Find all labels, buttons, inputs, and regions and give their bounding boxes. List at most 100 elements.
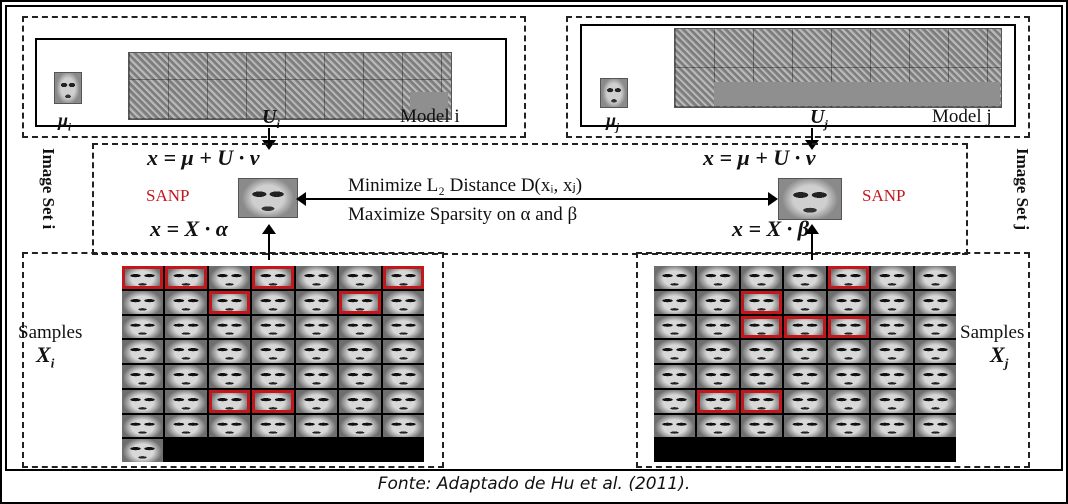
sample-face-thumbnail	[784, 365, 826, 388]
image-set-i-label: Image Set i	[39, 148, 58, 230]
sample-face-thumbnail	[165, 389, 207, 413]
model-j-dashed-region	[566, 16, 1030, 138]
sample-face-thumbnail	[208, 340, 251, 363]
sample-face-thumbnail	[871, 439, 913, 462]
sample-face-thumbnail	[295, 439, 338, 462]
sample-face-thumbnail	[122, 290, 164, 314]
sample-face-thumbnail	[740, 266, 783, 289]
sample-face-thumbnail	[740, 439, 783, 462]
sample-face-thumbnail	[914, 315, 956, 339]
sample-face-thumbnail	[295, 389, 338, 413]
sample-face-thumbnail	[740, 365, 783, 388]
sample-face-thumbnail	[122, 365, 164, 388]
model-i-dashed-region	[22, 16, 526, 138]
sample-face-thumbnail	[697, 315, 739, 339]
sample-face-thumbnail	[339, 340, 381, 363]
sample-face-thumbnail	[740, 414, 783, 438]
nearest-point-face-j	[778, 178, 842, 220]
nearest-point-face-i	[238, 178, 298, 218]
sample-face-thumbnail	[295, 290, 338, 314]
figure-inner-frame	[5, 5, 1063, 471]
sample-face-thumbnail	[122, 439, 164, 462]
sample-face-thumbnail	[784, 389, 826, 413]
sample-face-thumbnail	[208, 290, 251, 314]
sample-face-thumbnail	[252, 414, 294, 438]
sample-face-thumbnail	[295, 315, 338, 339]
sample-face-thumbnail	[339, 414, 381, 438]
sample-face-thumbnail	[654, 290, 696, 314]
sample-face-thumbnail	[382, 315, 424, 339]
sample-face-thumbnail	[122, 266, 164, 289]
sample-face-thumbnail	[827, 266, 870, 289]
sample-face-thumbnail	[165, 414, 207, 438]
sample-face-thumbnail	[208, 365, 251, 388]
sample-face-thumbnail	[827, 389, 870, 413]
eq-bottom-i: x = X · α	[150, 216, 228, 241]
sample-face-thumbnail	[654, 315, 696, 339]
sample-face-thumbnail	[208, 389, 251, 413]
sample-face-thumbnail	[871, 266, 913, 289]
sample-face-thumbnail	[165, 439, 207, 462]
sample-face-thumbnail	[784, 266, 826, 289]
distance-arrow	[296, 192, 778, 206]
sample-face-thumbnail	[295, 266, 338, 289]
model-i-title: Model i	[400, 106, 460, 127]
sample-face-thumbnail	[382, 290, 424, 314]
sample-face-thumbnail	[697, 389, 739, 413]
sample-face-thumbnail	[122, 315, 164, 339]
sample-face-thumbnail	[654, 439, 696, 462]
sample-face-thumbnail	[784, 439, 826, 462]
sample-face-thumbnail	[165, 315, 207, 339]
sample-face-thumbnail	[122, 414, 164, 438]
sample-face-thumbnail	[654, 389, 696, 413]
sample-face-thumbnail	[784, 315, 826, 339]
sample-face-thumbnail	[827, 439, 870, 462]
sample-face-thumbnail	[165, 266, 207, 289]
samples-j-grid	[654, 266, 956, 462]
sample-face-thumbnail	[827, 290, 870, 314]
sample-face-thumbnail	[871, 414, 913, 438]
sample-face-thumbnail	[914, 340, 956, 363]
sample-face-thumbnail	[740, 315, 783, 339]
sample-face-thumbnail	[654, 340, 696, 363]
basis-label-j: Uj	[810, 106, 828, 131]
sample-face-thumbnail	[740, 340, 783, 363]
sample-face-thumbnail	[871, 340, 913, 363]
sample-face-thumbnail	[914, 365, 956, 388]
sample-face-thumbnail	[697, 290, 739, 314]
sample-face-thumbnail	[339, 439, 381, 462]
sample-face-thumbnail	[871, 389, 913, 413]
sample-face-thumbnail	[871, 315, 913, 339]
arrow-samples-i-up	[262, 224, 276, 260]
sample-face-thumbnail	[295, 365, 338, 388]
arrow-model-j-down	[805, 128, 819, 150]
eq-top-i: x = μ + U · v	[147, 145, 260, 170]
eq-top-j: x = μ + U · v	[703, 145, 816, 170]
sample-face-thumbnail	[654, 414, 696, 438]
figure-caption: Fonte: Adaptado de Hu et al. (2011).	[377, 474, 691, 494]
sample-face-thumbnail	[697, 365, 739, 388]
sample-face-thumbnail	[339, 266, 381, 289]
sample-face-thumbnail	[697, 266, 739, 289]
sample-face-thumbnail	[165, 290, 207, 314]
sample-face-thumbnail	[252, 365, 294, 388]
samples-i-dashed-region	[22, 252, 444, 468]
sample-face-thumbnail	[122, 389, 164, 413]
samples-j-dashed-region	[636, 252, 1030, 468]
sample-face-thumbnail	[654, 266, 696, 289]
sanp-label-j: SANP	[862, 186, 906, 205]
samples-i-grid	[122, 266, 424, 462]
sample-face-thumbnail	[208, 266, 251, 289]
sample-face-thumbnail	[165, 365, 207, 388]
sample-face-thumbnail	[252, 439, 294, 462]
sample-face-thumbnail	[827, 315, 870, 339]
sample-face-thumbnail	[914, 439, 956, 462]
eigenfaces-i	[128, 52, 452, 120]
sample-face-thumbnail	[382, 340, 424, 363]
sample-face-thumbnail	[382, 414, 424, 438]
minimize-text: Minimize L₂ Distance D(xᵢ, xⱼ)	[348, 175, 583, 196]
sample-face-thumbnail	[382, 439, 424, 462]
samples-j-label: Samples	[960, 322, 1025, 343]
samples-i-label: Samples	[18, 322, 83, 343]
